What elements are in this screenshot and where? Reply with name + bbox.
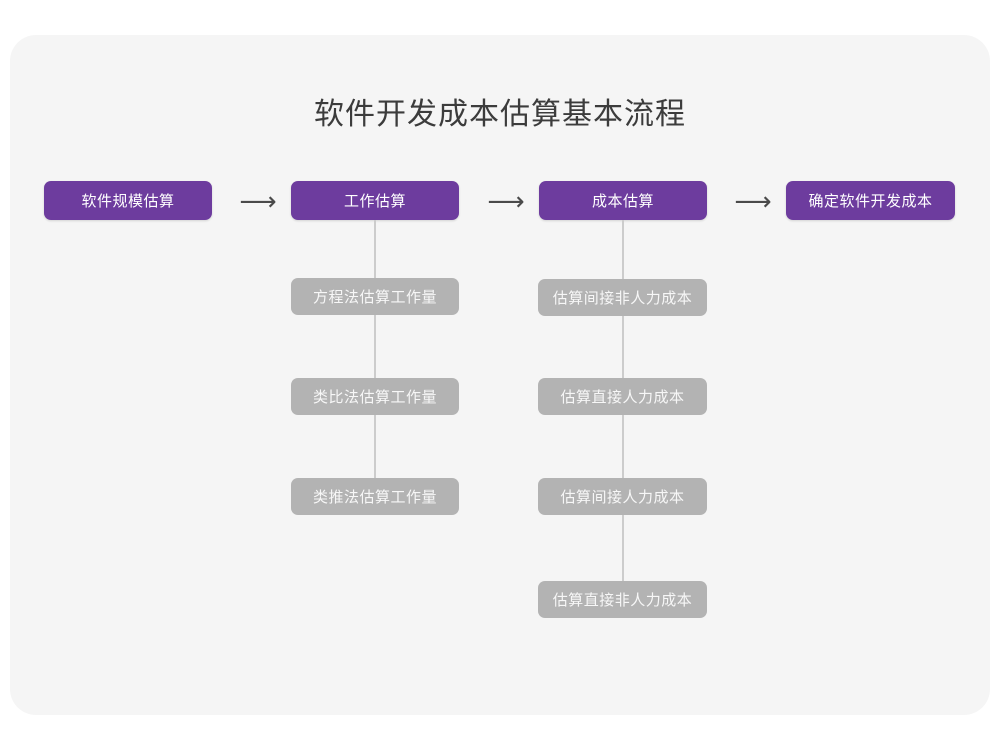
- substep-work-3-label: 类推法估算工作量: [312, 489, 437, 506]
- substep-work-2-label: 类比法估算工作量: [312, 389, 437, 406]
- substep-work-1-label: 方程法估算工作量: [312, 289, 437, 306]
- flow-step-4[interactable]: 确定软件开发成本: [786, 181, 955, 220]
- substep-cost-3[interactable]: 估算间接人力成本: [538, 478, 707, 515]
- arrow-right-icon-2: ⟶: [487, 186, 525, 216]
- substep-cost-4-label: 估算直接非人力成本: [552, 592, 693, 609]
- flow-step-3-label: 成本估算: [591, 193, 654, 210]
- connector-col2-2: [374, 415, 376, 478]
- substep-cost-1[interactable]: 估算间接非人力成本: [538, 279, 707, 316]
- flow-step-3[interactable]: 成本估算: [539, 181, 707, 220]
- flow-step-2-label: 工作估算: [343, 193, 406, 210]
- connector-col3-3: [622, 515, 624, 581]
- substep-cost-1-label: 估算间接非人力成本: [552, 290, 693, 307]
- connector-col2-1: [374, 315, 376, 378]
- substep-cost-2[interactable]: 估算直接人力成本: [538, 378, 707, 415]
- flow-step-1[interactable]: 软件规模估算: [44, 181, 212, 220]
- connector-col3-0: [622, 220, 624, 279]
- flow-step-2[interactable]: 工作估算: [291, 181, 459, 220]
- substep-cost-4[interactable]: 估算直接非人力成本: [538, 581, 707, 618]
- connector-col2-0: [374, 220, 376, 278]
- connector-col3-1: [622, 316, 624, 378]
- page-title: 软件开发成本估算基本流程: [314, 98, 686, 131]
- flow-step-4-label: 确定软件开发成本: [808, 193, 933, 210]
- connector-col3-2: [622, 415, 624, 478]
- flow-step-1-label: 软件规模估算: [81, 193, 175, 210]
- substep-work-2[interactable]: 类比法估算工作量: [291, 378, 459, 415]
- substep-work-3[interactable]: 类推法估算工作量: [291, 478, 459, 515]
- diagram-card: [10, 35, 990, 715]
- substep-cost-2-label: 估算直接人力成本: [560, 389, 685, 406]
- substep-work-1[interactable]: 方程法估算工作量: [291, 278, 459, 315]
- substep-cost-3-label: 估算间接人力成本: [560, 489, 685, 506]
- arrow-right-icon-3: ⟶: [734, 186, 772, 216]
- arrow-right-icon-1: ⟶: [239, 186, 277, 216]
